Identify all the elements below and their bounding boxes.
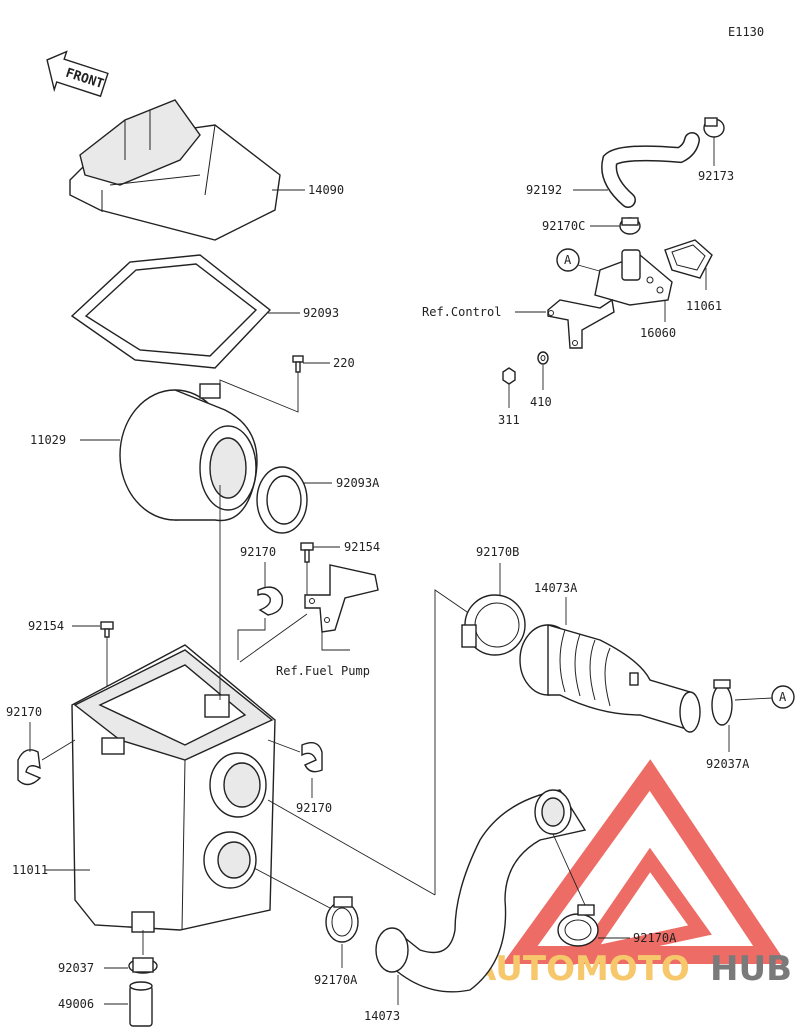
label-16060: 16060 xyxy=(640,326,676,340)
label-311: 311 xyxy=(498,413,520,427)
label-14073: 14073 xyxy=(364,1009,400,1023)
clip-92170-right xyxy=(301,742,323,773)
label-92170A-right: 92170A xyxy=(633,931,677,945)
label-92170-right: 92170 xyxy=(296,801,332,815)
clip-92170-mid xyxy=(257,586,284,616)
bolt-92154-left xyxy=(100,621,114,638)
label-14090: 14090 xyxy=(308,183,344,197)
control-bracket xyxy=(547,298,615,349)
label-410: 410 xyxy=(530,395,552,409)
label-11061: 11061 xyxy=(686,299,722,313)
hose-92192 xyxy=(601,132,700,208)
intake-duct-14073 xyxy=(375,789,587,993)
fuel-pump-bracket xyxy=(304,564,379,633)
ref-control: Ref.Control xyxy=(422,305,501,319)
diagram-code: E1130 xyxy=(728,25,764,39)
front-arrow: FRONT xyxy=(46,50,109,98)
clamp-92173 xyxy=(703,117,725,138)
label-92154-left: 92154 xyxy=(28,619,64,633)
bolt-92154-top xyxy=(300,542,314,563)
screw-220 xyxy=(292,355,304,373)
clamp-92037 xyxy=(128,957,158,974)
label-92170C: 92170C xyxy=(542,219,585,233)
ref-a-bottom: A xyxy=(779,690,787,704)
clamp-92170B xyxy=(461,594,526,656)
intake-boot-14073A xyxy=(519,624,701,733)
label-92170A-bottom: 92170A xyxy=(314,973,358,987)
ref-a-circle-bottom xyxy=(771,685,795,709)
seal-ring xyxy=(256,466,308,534)
clamp-92170C xyxy=(619,217,641,235)
clamp-92037A xyxy=(711,679,733,726)
label-220: 220 xyxy=(333,356,355,370)
washer-410 xyxy=(537,351,549,365)
watermark-logo: AUTOMOTO HUB xyxy=(470,759,792,989)
label-92037A: 92037A xyxy=(706,757,750,771)
label-92093: 92093 xyxy=(303,306,339,320)
label-92170-left: 92170 xyxy=(6,705,42,719)
valve-16060 xyxy=(594,249,673,306)
label-92173: 92173 xyxy=(698,169,734,183)
air-box-cover xyxy=(69,99,281,241)
label-92037: 92037 xyxy=(58,961,94,975)
label-92170B: 92170B xyxy=(476,545,519,559)
air-filter-element xyxy=(119,383,258,522)
drain-tube-49006 xyxy=(129,981,153,1027)
ref-a-top: A xyxy=(564,253,572,267)
watermark-text-part2: HUB xyxy=(710,949,792,989)
label-11011: 11011 xyxy=(12,863,48,877)
label-49006: 49006 xyxy=(58,997,94,1011)
ref-fuel-pump: Ref.Fuel Pump xyxy=(276,664,370,678)
label-92093A: 92093A xyxy=(336,476,380,490)
clip-92170-left xyxy=(17,749,42,786)
clamp-92170A-bottom xyxy=(325,896,359,943)
ref-a-circle-top xyxy=(556,248,580,272)
nut-311 xyxy=(502,367,516,385)
label-92170-mid: 92170 xyxy=(240,545,276,559)
label-14073A: 14073A xyxy=(534,581,578,595)
air-box-case xyxy=(71,644,276,933)
gasket-11061 xyxy=(664,239,713,279)
clamp-92170A-right xyxy=(557,904,599,947)
gasket-frame xyxy=(70,254,272,369)
label-92154-top: 92154 xyxy=(344,540,380,554)
watermark-text-part1: AUTOMOTO xyxy=(470,949,690,989)
label-11029: 11029 xyxy=(30,433,66,447)
label-92192: 92192 xyxy=(526,183,562,197)
